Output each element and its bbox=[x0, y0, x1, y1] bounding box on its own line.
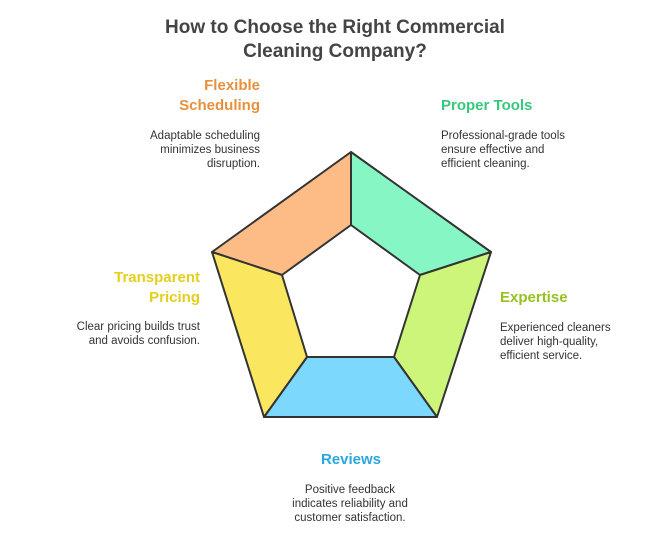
label-line: Pricing bbox=[149, 289, 200, 306]
title-line-2: Cleaning Company? bbox=[243, 41, 427, 62]
label-line: Flexible bbox=[204, 77, 260, 94]
desc-line: minimizes business bbox=[160, 144, 260, 156]
desc-line: customer satisfaction. bbox=[294, 512, 406, 524]
desc-line: ensure effective and bbox=[441, 144, 545, 156]
label-expertise: Expertise bbox=[500, 288, 640, 308]
desc-line: Professional-grade tools bbox=[441, 130, 566, 142]
desc-line: efficient service. bbox=[500, 350, 583, 362]
desc-line: Experienced cleaners bbox=[500, 322, 611, 334]
desc-line: Adaptable scheduling bbox=[150, 130, 260, 142]
desc-line: indicates reliability and bbox=[292, 498, 408, 510]
desc-transparent-pricing: Clear pricing builds trust and avoids co… bbox=[30, 320, 200, 348]
desc-line: Clear pricing builds trust bbox=[76, 321, 200, 333]
segment-transparent-pricing[interactable] bbox=[211, 251, 308, 418]
desc-proper-tools: Professional-grade tools ensure effectiv… bbox=[441, 129, 621, 171]
label-line: Reviews bbox=[320, 451, 382, 468]
label-line: Scheduling bbox=[179, 97, 260, 114]
label-reviews: Reviews bbox=[270, 450, 432, 470]
label-line: Proper Tools bbox=[441, 97, 533, 114]
desc-line: Positive feedback bbox=[304, 484, 396, 496]
label-line: Transparent bbox=[114, 269, 200, 286]
page-title: How to Choose the Right Commercial Clean… bbox=[0, 16, 670, 64]
desc-line: disruption. bbox=[206, 158, 260, 170]
desc-line: deliver high-quality, bbox=[500, 336, 599, 348]
desc-line: and avoids confusion. bbox=[88, 335, 200, 347]
label-flexible-scheduling: Flexible Scheduling bbox=[120, 76, 260, 116]
label-transparent-pricing: Transparent Pricing bbox=[60, 268, 200, 308]
desc-line: efficient cleaning. bbox=[441, 158, 530, 170]
desc-expertise: Experienced cleaners deliver high-qualit… bbox=[500, 321, 660, 363]
desc-flexible-scheduling: Adaptable scheduling minimizes business … bbox=[110, 129, 260, 171]
desc-reviews: Positive feedback indicates reliability … bbox=[250, 483, 450, 525]
label-line: Expertise bbox=[500, 289, 568, 306]
label-proper-tools: Proper Tools bbox=[441, 96, 601, 116]
title-line-1: How to Choose the Right Commercial bbox=[165, 17, 505, 38]
